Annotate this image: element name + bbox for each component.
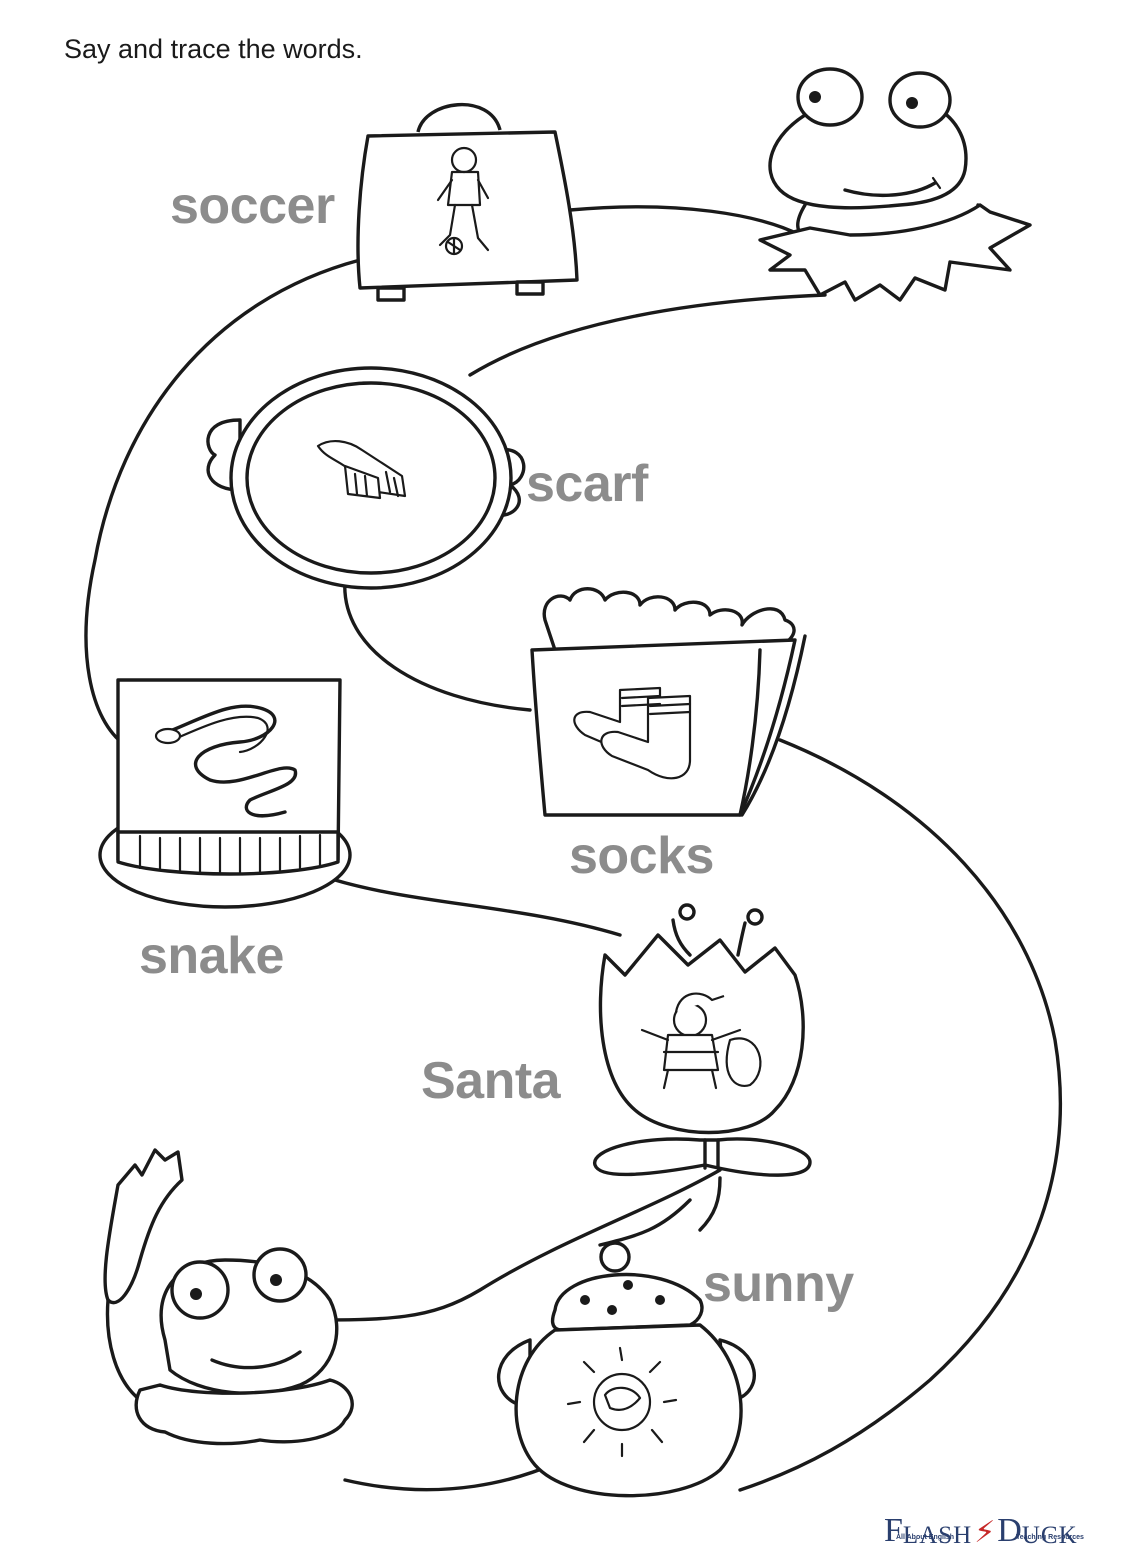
soccer-frame [356,103,579,302]
logo-flash-initial: F [884,1512,903,1549]
flashduck-logo: F LASH ⚡ D UCK All About English Teachin… [884,1508,1084,1550]
frog-bottom-illustration [103,1148,354,1446]
word-soccer: soccer [170,177,335,235]
santa-icon [640,992,762,1090]
word-snake: snake [139,927,284,985]
path-outline [84,205,1062,1492]
tulip-stem [698,1176,722,1232]
logo-duck-rest: UCK [1021,1522,1078,1549]
word-socks: socks [569,827,714,885]
word-scarf: scarf [526,455,648,513]
word-sunny: sunny [703,1255,854,1313]
snake-frame [98,678,352,909]
logo-tagline-right: Teaching Resources [1016,1534,1084,1541]
logo-duck-initial: D [997,1512,1022,1549]
socks-icon [573,686,692,780]
frog-top-illustration [758,67,1032,302]
sun-icon [566,1346,678,1458]
soccer-player-icon [436,146,490,256]
snake-icon [154,704,298,818]
lightning-icon: ⚡ [974,1515,996,1550]
instruction-text: Say and trace the words. [64,34,363,64]
scarf-icon [316,440,407,500]
logo-flash-rest: LASH [902,1522,973,1549]
logo-tagline-left: All About English [896,1534,955,1541]
word-santa: Santa [421,1052,561,1110]
